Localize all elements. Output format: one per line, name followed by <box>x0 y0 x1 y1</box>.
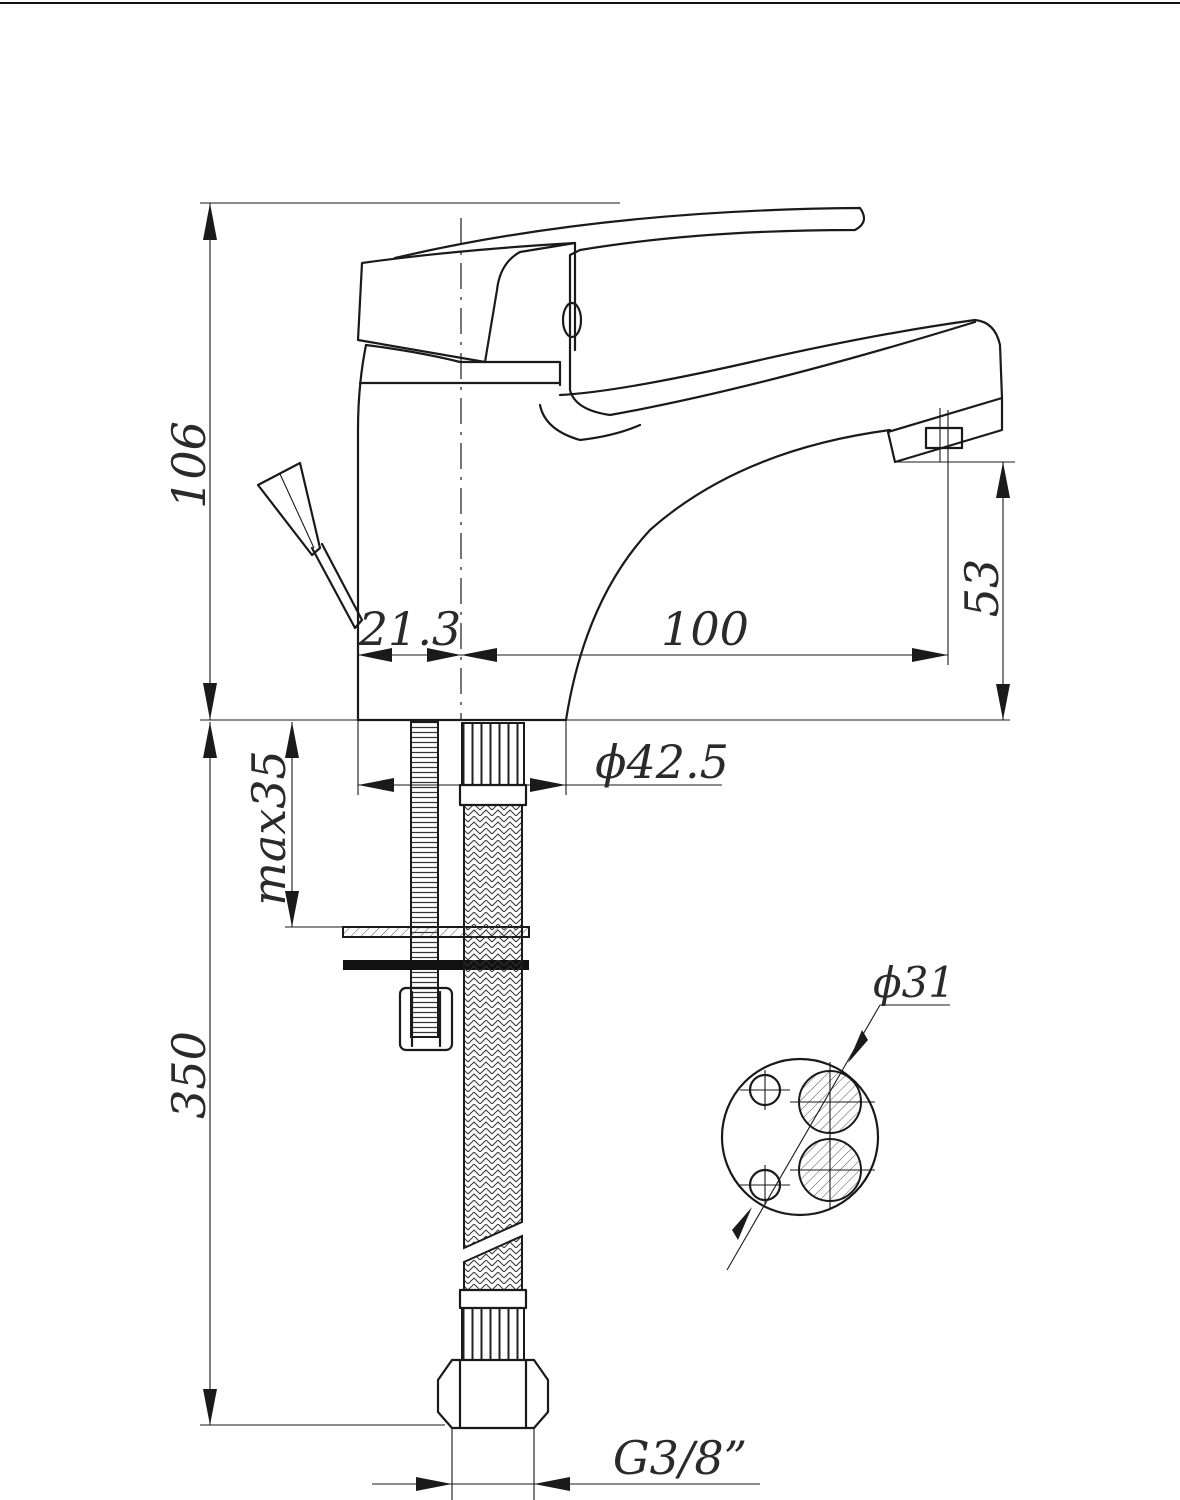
pop-up-rod <box>256 461 364 630</box>
dim-label-spout-reach: 100 <box>661 602 749 656</box>
washer-plate <box>342 926 530 938</box>
dim-label-total-height: 106 <box>162 421 216 509</box>
faucet-body <box>356 206 1004 722</box>
dim-hose-length <box>200 722 445 1426</box>
dim-total-height <box>200 202 1010 721</box>
dim-spout-height <box>895 461 1015 720</box>
dim-base-diameter <box>358 720 722 795</box>
dim-label-hole-diameter: ϕ31 <box>873 958 955 1007</box>
threaded-stud <box>410 721 439 1038</box>
dim-label-lever-offset: 21.3 <box>358 602 461 656</box>
dim-thread <box>372 1428 760 1500</box>
mount-hole-detail <box>720 1004 950 1271</box>
dim-max-thickness <box>285 722 345 928</box>
dim-horizontal-offsets <box>357 410 949 795</box>
braided-hose <box>436 722 550 1430</box>
dim-label-thread: G3/8” <box>613 1431 747 1485</box>
dim-label-base-diameter: ϕ42.5 <box>595 735 729 789</box>
mounting-nut <box>398 986 454 1052</box>
rubber-gasket <box>343 960 529 970</box>
dim-label-hose-length: 350 <box>162 1031 216 1119</box>
dim-label-spout-height: 53 <box>955 559 1009 618</box>
dim-label-max-thickness: max35 <box>242 750 296 906</box>
